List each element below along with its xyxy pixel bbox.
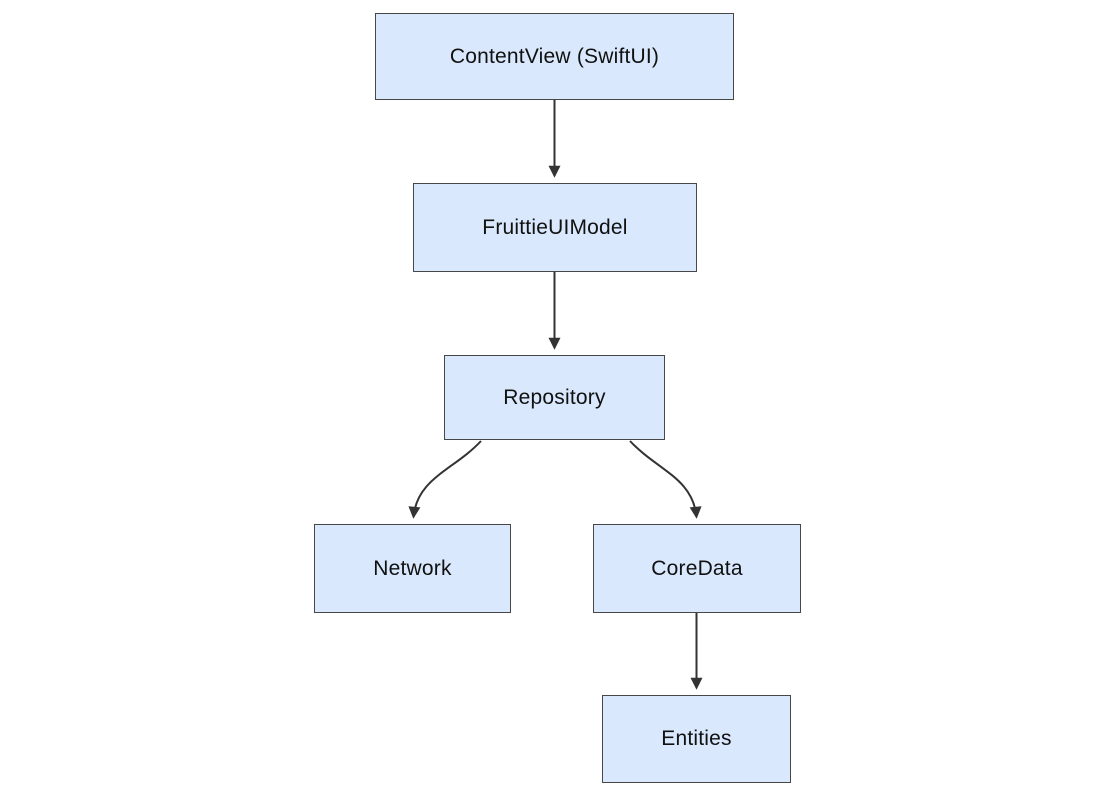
node-repository-label: Repository [503,385,606,409]
node-coredata: CoreData [593,524,801,613]
node-fruittieuimodel-label: FruittieUIModel [482,215,628,239]
node-contentview-label: ContentView (SwiftUI) [449,44,660,68]
edge-repository-network [408,440,482,519]
edge-repository-coredata [629,440,702,519]
node-network: Network [314,524,511,613]
node-entities: Entities [602,695,791,783]
node-coredata-label: CoreData [651,556,743,580]
node-entities-label: Entities [661,727,732,750]
node-contentview: ContentView (SwiftUI) [375,13,734,100]
node-repository: Repository [444,355,665,440]
node-fruittieuimodel: FruittieUIModel [413,183,697,272]
node-network-label: Network [373,556,452,580]
